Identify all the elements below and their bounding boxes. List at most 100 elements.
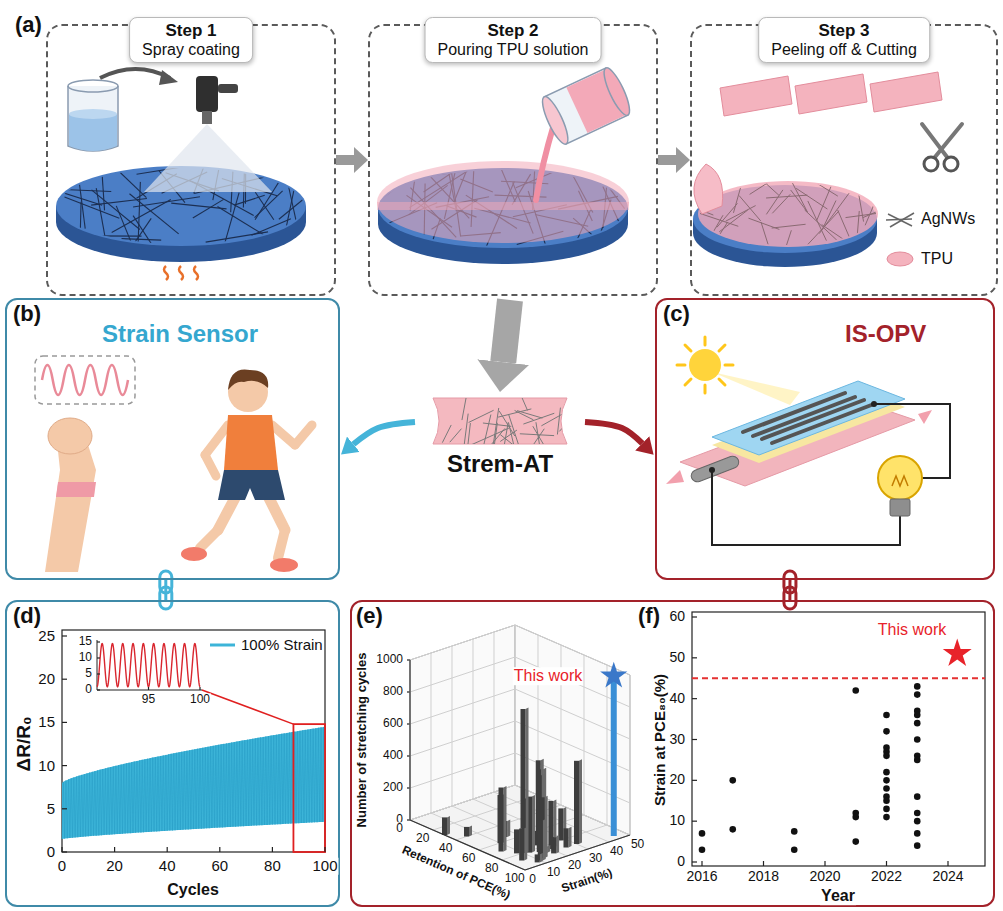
nanowire <box>112 200 171 233</box>
nanowire <box>863 205 892 218</box>
axis-tick: 1000 <box>375 653 404 666</box>
strain-sensor-illustration <box>295 425 312 445</box>
bar3d-walls <box>410 625 630 870</box>
tick-mark <box>692 821 697 822</box>
panel-label: (d) <box>13 603 41 628</box>
solar-cell-illustration <box>743 393 874 443</box>
step-box: Step 2Pouring TPU solution <box>368 24 658 296</box>
axis-tick: 20 <box>105 858 124 875</box>
axis-title: ΔR/R₀ <box>14 716 35 773</box>
axis-tick: 10 <box>546 867 561 880</box>
panel-box: (c)IS-OPV <box>655 298 995 580</box>
data-point <box>914 712 921 719</box>
tick-mark <box>62 722 67 723</box>
data-point <box>883 753 890 760</box>
peeling-illustration <box>870 72 942 112</box>
nanowire <box>766 190 783 214</box>
solar-cell-illustration <box>666 337 950 545</box>
data-point <box>914 683 921 690</box>
tick-mark <box>62 851 67 852</box>
nanowire <box>81 235 141 236</box>
chain-link <box>784 571 796 609</box>
solar-cell-illustration <box>709 467 715 473</box>
nanowire <box>286 181 296 227</box>
axis-tick: 20 <box>668 773 686 788</box>
bar-side <box>569 827 572 848</box>
chart-marks <box>62 612 985 870</box>
peeling-illustration <box>694 164 723 214</box>
bar <box>558 808 563 840</box>
panel-label: (c) <box>663 301 690 326</box>
nanowire <box>32 183 103 206</box>
nanowire <box>772 224 806 228</box>
scatter-chart <box>692 612 985 866</box>
strain-sensor-illustration <box>278 530 285 558</box>
pouring-illustration <box>377 161 629 243</box>
spray-coating-illustration <box>202 111 212 124</box>
strain-sensor-illustration <box>181 547 207 561</box>
nanowire <box>493 408 499 449</box>
nanowire <box>817 182 833 220</box>
tick-mark <box>97 641 100 642</box>
nanowire <box>509 423 518 450</box>
nanowire <box>791 190 808 212</box>
nanowire <box>865 195 878 225</box>
pouring-illustration <box>538 94 573 147</box>
tick-mark <box>947 861 948 866</box>
axis-tick: 30 <box>668 732 686 747</box>
pouring-illustration <box>538 65 634 147</box>
spray-coating-illustration <box>194 266 198 280</box>
nanowire <box>536 422 541 450</box>
spray-coating-illustration <box>144 124 272 192</box>
nanowire <box>787 173 807 212</box>
inset-signal <box>97 644 200 687</box>
strain-sensor-illustration <box>205 425 228 455</box>
tick-mark <box>62 808 67 809</box>
step-number: Step 3 <box>771 21 917 41</box>
nanowire <box>766 195 807 198</box>
bar <box>564 828 569 847</box>
nanowire <box>805 210 841 244</box>
bar-side <box>504 786 507 852</box>
peeling-illustration <box>720 76 792 116</box>
tick-mark <box>692 657 697 658</box>
spray-coating-illustration <box>179 266 183 280</box>
nanowire <box>819 193 849 233</box>
nanowire <box>559 415 574 431</box>
chain-link <box>160 571 172 609</box>
panel-region: Step 1Spray coatingStep 2Pouring TPU sol… <box>10 10 1003 300</box>
solar-cell-illustration <box>918 410 932 424</box>
tick-mark <box>167 847 168 852</box>
solar-cell-illustration <box>719 345 725 351</box>
peeling-illustration <box>688 72 962 267</box>
data-point <box>914 691 921 698</box>
peeling-illustration <box>935 124 962 157</box>
zoom-leader <box>202 690 293 724</box>
axis-tick: 0 <box>528 874 537 887</box>
solar-cell-illustration <box>762 400 864 439</box>
spray-coating-illustration <box>32 69 306 280</box>
axis-tick: 2020 <box>808 869 841 884</box>
axis-tick: 0 <box>676 854 686 869</box>
axis-title: Cycles <box>166 881 220 899</box>
bar <box>514 829 519 853</box>
nanowire <box>234 195 265 205</box>
solar-cell-illustration <box>772 404 874 443</box>
axis-tick: 100 <box>504 872 526 885</box>
tick-mark <box>692 698 697 699</box>
material-label: TPU <box>920 250 954 268</box>
nanowire <box>193 199 224 218</box>
tick-mark <box>272 847 273 852</box>
nanowire <box>206 232 268 242</box>
tick-mark <box>324 847 325 852</box>
peeling-illustration <box>924 157 938 171</box>
data-point <box>883 728 890 735</box>
axis-tick: 100 <box>189 693 211 706</box>
axis-tick: 2018 <box>747 869 780 884</box>
solar-cell-illustration <box>677 337 733 393</box>
bar-side <box>447 816 450 835</box>
solar-cell-illustration <box>704 385 707 393</box>
annotation: This work <box>513 667 583 685</box>
tick-mark <box>219 847 220 852</box>
